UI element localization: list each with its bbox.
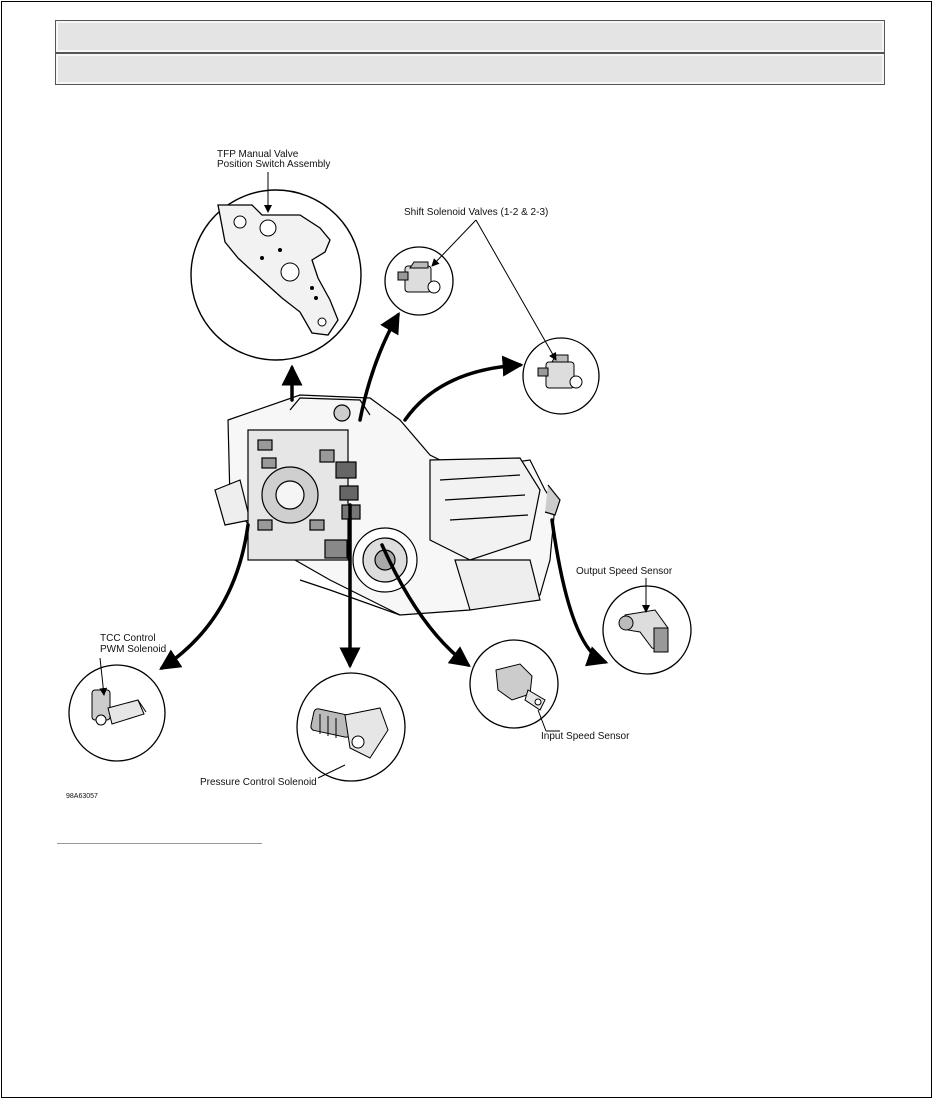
tfp-label-line2: Position Switch Assembly bbox=[217, 159, 330, 170]
header-bar-top bbox=[55, 20, 885, 53]
header-bar-bottom bbox=[55, 53, 885, 85]
footnote-rule bbox=[57, 843, 262, 844]
leader-lines bbox=[99, 219, 650, 779]
output-speed-sensor-label: Output Speed Sensor bbox=[576, 566, 673, 577]
input-speed-sensor-bubble bbox=[469, 639, 559, 729]
output-speed-sensor-bubble bbox=[602, 585, 692, 675]
tcc-solenoid-bubble bbox=[68, 664, 166, 762]
figure-code: 98A63057 bbox=[66, 793, 98, 800]
pressure-control-bubble bbox=[296, 672, 406, 782]
tfp-label-line1: TFP Manual Valve bbox=[217, 149, 299, 160]
tcc-label-line2: PWM Solenoid bbox=[100, 644, 166, 655]
input-speed-sensor-label: Input Speed Sensor bbox=[541, 731, 630, 742]
shift-solenoid-bubble-2 bbox=[522, 337, 600, 415]
transmission-body bbox=[214, 394, 561, 616]
pressure-control-label: Pressure Control Solenoid bbox=[200, 777, 317, 788]
callout-arrows bbox=[159, 311, 609, 670]
shift-solenoid-bubble-1 bbox=[384, 246, 454, 316]
tfp-switch-bubble bbox=[190, 172, 362, 361]
tcc-label-line1: TCC Control bbox=[100, 633, 156, 644]
shift-solenoid-label: Shift Solenoid Valves (1-2 & 2-3) bbox=[404, 207, 548, 218]
